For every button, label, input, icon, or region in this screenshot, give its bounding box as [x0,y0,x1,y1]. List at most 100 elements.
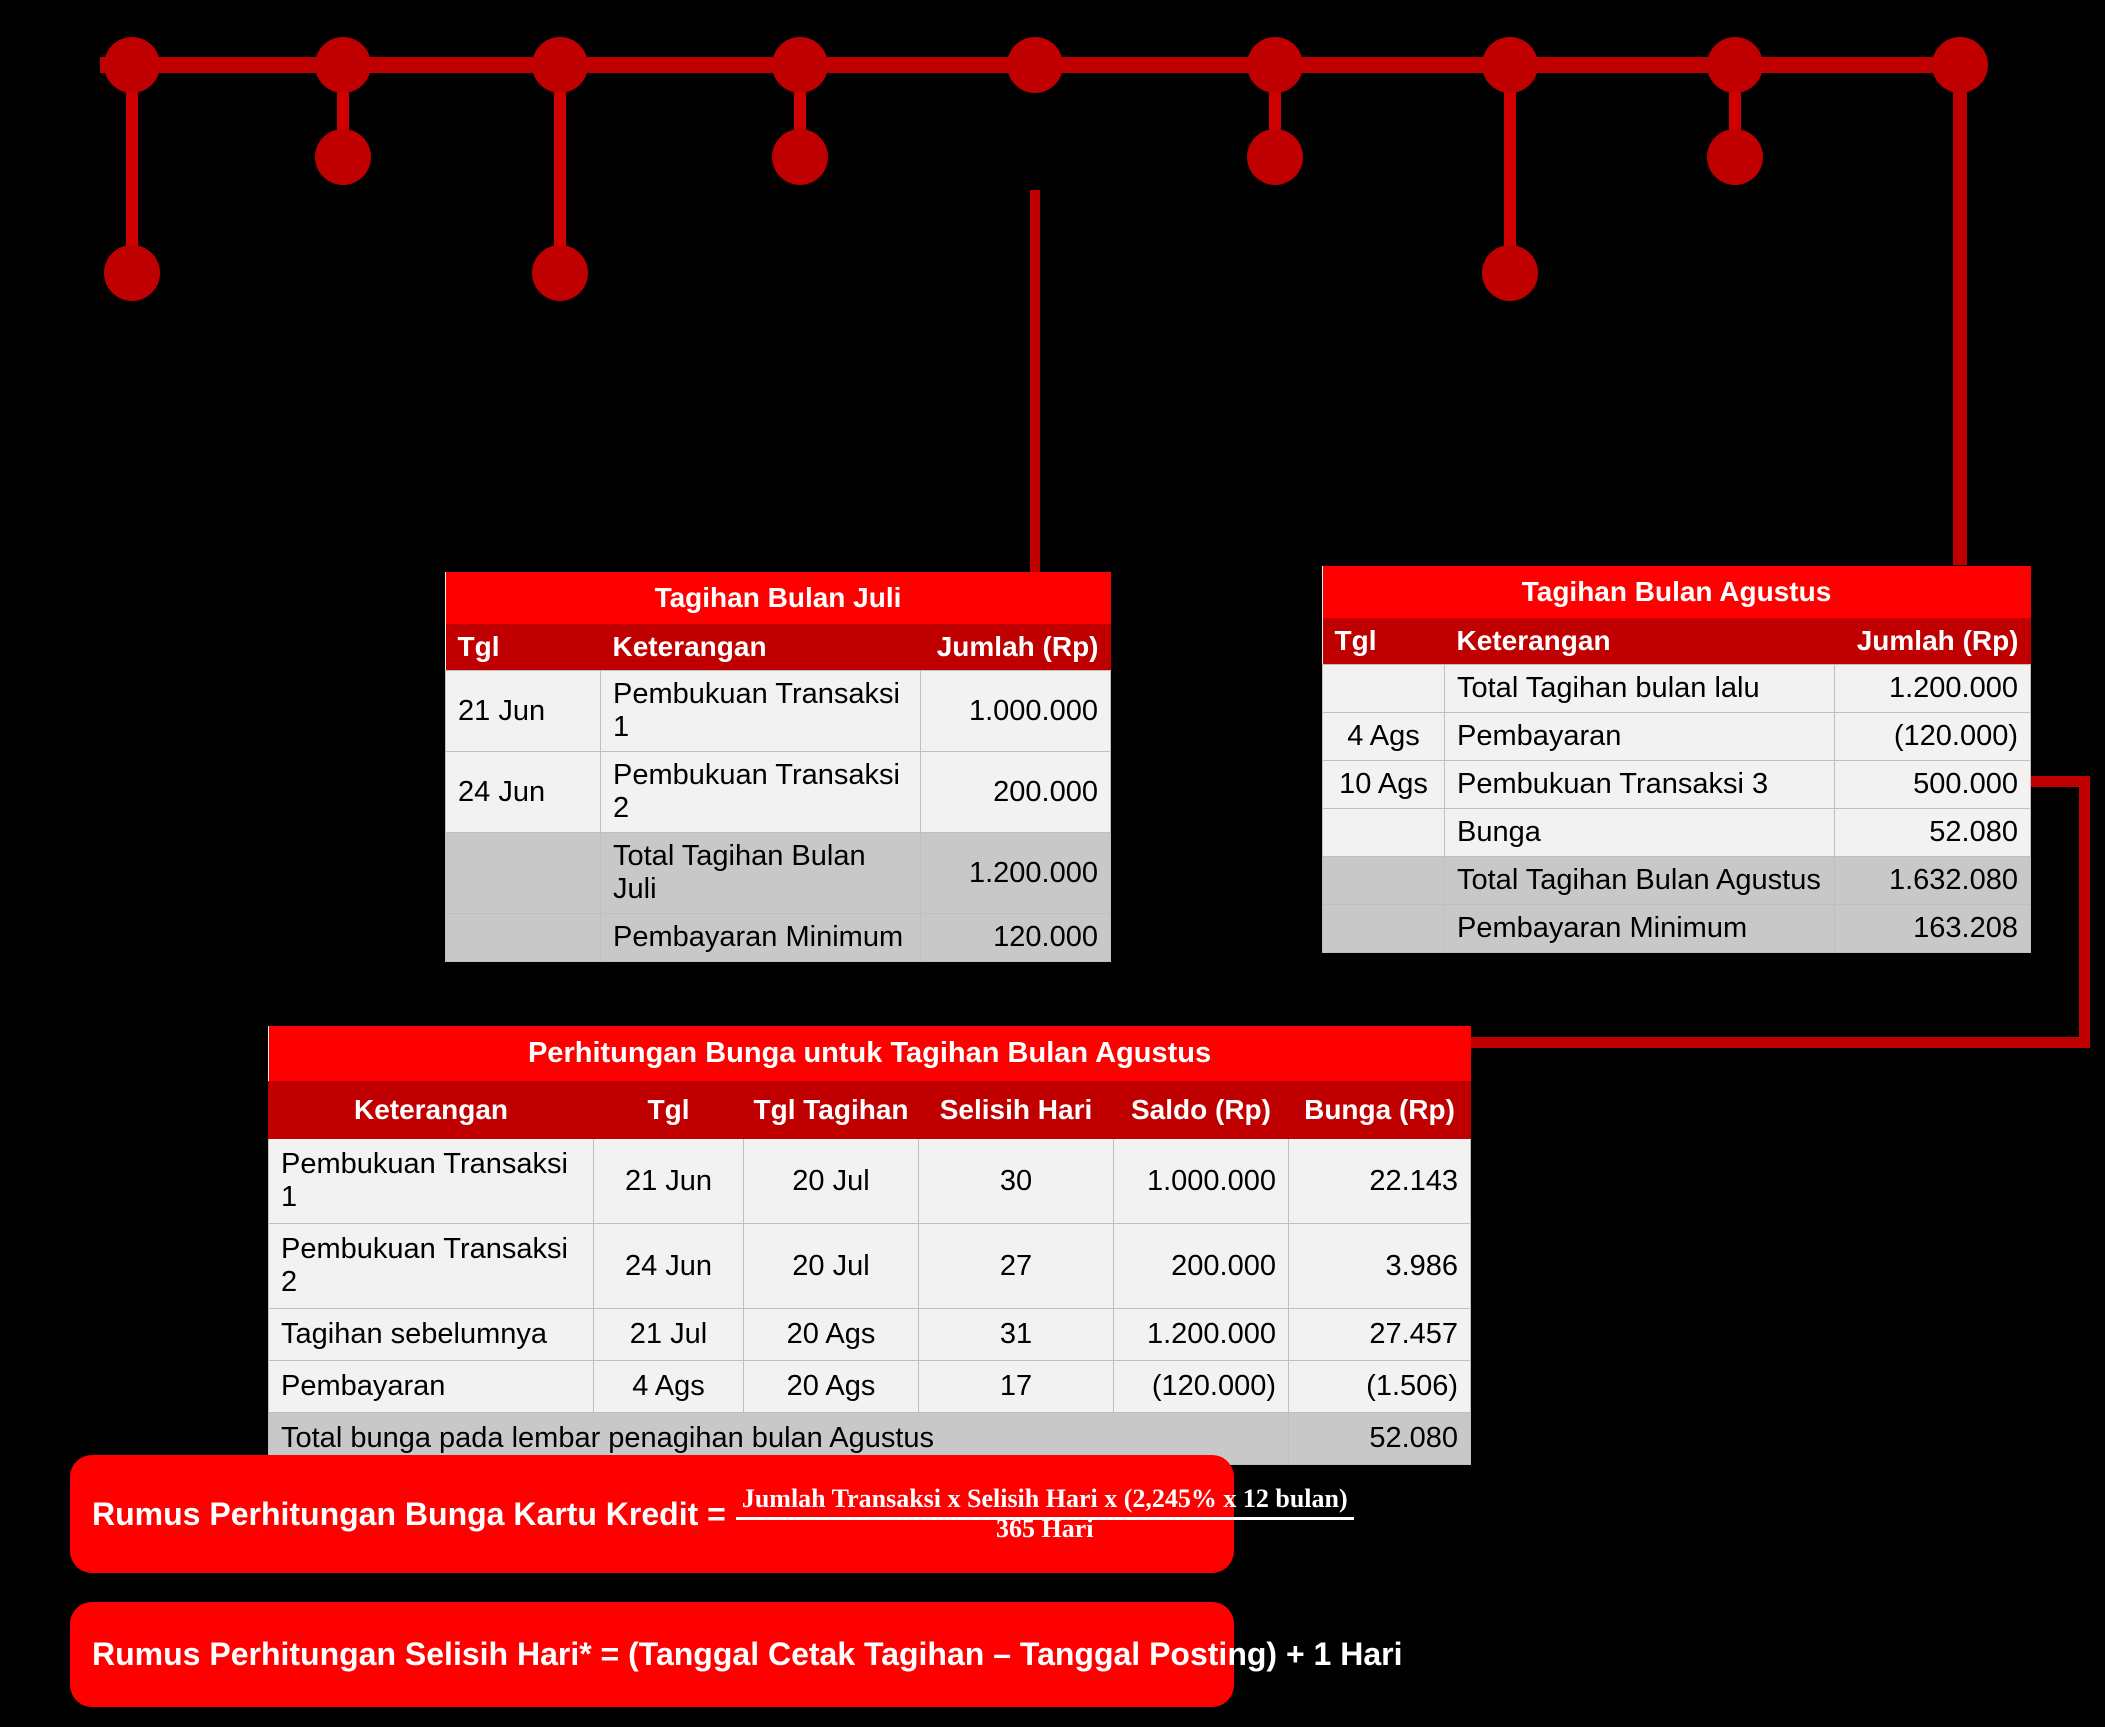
table-bunga-col-tgl-tagihan: Tgl Tagihan [743,1081,919,1139]
cell-keterangan: Total Tagihan Bulan Juli [600,832,921,914]
table-row-total: Pembayaran Minimum 163.208 [1322,904,2031,953]
cell-keterangan: Pembukuan Transaksi 1 [600,670,921,752]
cell-tgl: 4 Ags [1322,712,1445,761]
timeline-stem-1 [126,65,138,270]
connector-segment-right [2028,776,2090,787]
connector-node9-to-agustus-table [1953,85,1967,565]
cell-tgl-tagihan: 20 Ags [743,1308,919,1361]
cell-keterangan: Pembayaran [268,1360,594,1413]
cell-tgl: 21 Jun [593,1138,744,1224]
timeline-node-4[interactable] [772,37,828,93]
table-bunga-header-row: Keterangan Tgl Tgl Tagihan Selisih Hari … [268,1081,1472,1139]
table-row-total: Pembayaran Minimum 120.000 [445,913,1111,962]
timeline-endnode-7[interactable] [1482,245,1538,301]
timeline-node-2[interactable] [315,37,371,93]
table-juli-col-jumlah: Jumlah (Rp) [920,624,1111,671]
table-row: Total Tagihan bulan lalu 1.200.000 [1322,664,2031,713]
table-juli-col-keterangan: Keterangan [600,624,921,671]
cell-tgl: 24 Jun [593,1223,744,1309]
table-bunga-col-selisih-hari: Selisih Hari [918,1081,1114,1139]
table-row-footer: Total bunga pada lembar penagihan bulan … [268,1412,1472,1465]
cell-keterangan: Pembukuan Transaksi 1 [268,1138,594,1224]
cell-jumlah: 1.200.000 [920,832,1111,914]
cell-keterangan: Tagihan sebelumnya [268,1308,594,1361]
cell-keterangan: Total Tagihan bulan lalu [1444,664,1835,713]
table-row: Tagihan sebelumnya 21 Jul 20 Ags 31 1.20… [268,1308,1472,1361]
cell-keterangan: Total Tagihan Bulan Agustus [1444,856,1835,905]
cell-tgl-tagihan: 20 Jul [743,1138,919,1224]
cell-keterangan: Pembayaran Minimum [600,913,921,962]
cell-keterangan: Pembukuan Transaksi 2 [268,1223,594,1309]
cell-jumlah: 163.208 [1834,904,2031,953]
cell-tgl [1322,808,1445,857]
table-row-total: Total Tagihan Bulan Juli 1.200.000 [445,832,1111,914]
cell-jumlah: 500.000 [1834,760,2031,809]
timeline-endnode-3[interactable] [532,245,588,301]
cell-saldo: 1.200.000 [1113,1308,1289,1361]
timeline-node-3[interactable] [532,37,588,93]
table-bunga-col-bunga: Bunga (Rp) [1287,1081,1472,1139]
table-row: 10 Ags Pembukuan Transaksi 3 500.000 [1322,760,2031,809]
cell-saldo: (120.000) [1113,1360,1289,1413]
table-bunga-col-tgl: Tgl [593,1081,744,1139]
cell-keterangan: Pembayaran [1444,712,1835,761]
table-row: Bunga 52.080 [1322,808,2031,857]
table-bunga-title: Perhitungan Bunga untuk Tagihan Bulan Ag… [268,1026,1471,1082]
cell-bunga: 27.457 [1287,1308,1472,1361]
table-agustus-title: Tagihan Bulan Agustus [1322,566,2031,618]
cell-tgl [1322,856,1445,905]
table-row: Pembukuan Transaksi 2 24 Jun 20 Jul 27 2… [268,1223,1472,1309]
formula-selisih-hari-box: Rumus Perhitungan Selisih Hari* = (Tangg… [70,1602,1402,1707]
timeline-endnode-8[interactable] [1707,129,1763,185]
cell-jumlah: 1.200.000 [1834,664,2031,713]
timeline-stem-3 [554,65,566,270]
connector-segment-down [2079,776,2090,1048]
cell-tgl: 21 Jul [593,1308,744,1361]
table-perhitungan-bunga: Perhitungan Bunga untuk Tagihan Bulan Ag… [268,1026,1472,1465]
cell-footer-value: 52.080 [1287,1412,1472,1465]
timeline-node-8[interactable] [1707,37,1763,93]
cell-tgl: 10 Ags [1322,760,1445,809]
timeline-endnode-2[interactable] [315,129,371,185]
cell-tgl: 4 Ags [593,1360,744,1413]
connector-node5-to-juli-table [1030,190,1040,575]
cell-tgl [1322,904,1445,953]
cell-selisih-hari: 17 [918,1360,1114,1413]
cell-bunga: 3.986 [1287,1223,1472,1309]
cell-saldo: 200.000 [1113,1223,1289,1309]
formula-bunga-box: Rumus Perhitungan Bunga Kartu Kredit = J… [70,1455,1354,1573]
table-agustus-col-tgl: Tgl [1322,618,1445,665]
table-row: 4 Ags Pembayaran (120.000) [1322,712,2031,761]
cell-jumlah: 1.632.080 [1834,856,2031,905]
formula-bunga-denominator: 365 Hari [995,1514,1094,1543]
timeline-node-5[interactable] [1007,37,1063,93]
table-agustus-col-jumlah: Jumlah (Rp) [1834,618,2031,665]
cell-keterangan: Bunga [1444,808,1835,857]
timeline-node-6[interactable] [1247,37,1303,93]
table-row: 21 Jun Pembukuan Transaksi 1 1.000.000 [445,670,1111,752]
cell-saldo: 1.000.000 [1113,1138,1289,1224]
timeline-node-7[interactable] [1482,37,1538,93]
cell-jumlah: 200.000 [920,751,1111,833]
cell-tgl: 21 Jun [445,670,601,752]
cell-tgl-tagihan: 20 Ags [743,1360,919,1413]
table-bunga-col-saldo: Saldo (Rp) [1113,1081,1289,1139]
timeline-endnode-1[interactable] [104,245,160,301]
cell-bunga: (1.506) [1287,1360,1472,1413]
table-bunga-col-keterangan: Keterangan [268,1081,594,1139]
cell-tgl [445,913,601,962]
cell-tgl-tagihan: 20 Jul [743,1223,919,1309]
table-bunga-title-row: Perhitungan Bunga untuk Tagihan Bulan Ag… [268,1026,1471,1082]
cell-jumlah: 120.000 [920,913,1111,962]
timeline-node-1[interactable] [104,37,160,93]
cell-tgl [1322,664,1445,713]
table-row: 24 Jun Pembukuan Transaksi 2 200.000 [445,751,1111,833]
table-juli-title-row: Tagihan Bulan Juli [445,572,1111,624]
table-agustus-title-row: Tagihan Bulan Agustus [1322,566,2031,618]
timeline-endnode-6[interactable] [1247,129,1303,185]
table-juli-col-tgl: Tgl [445,624,601,671]
timeline-endnode-4[interactable] [772,129,828,185]
timeline-node-9[interactable] [1932,37,1988,93]
cell-jumlah: 52.080 [1834,808,2031,857]
